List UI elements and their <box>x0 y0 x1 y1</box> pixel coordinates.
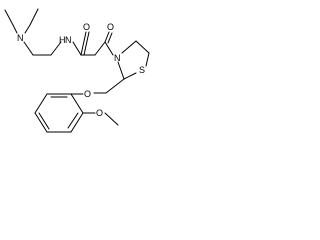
bond-ring-n-c4 <box>121 40 137 54</box>
bond-arene-5 <box>70 112 84 133</box>
bond-ring-c2-n <box>117 61 125 80</box>
bond-arene-2 <box>34 93 48 114</box>
atom-label-o-amide: O <box>83 22 90 32</box>
bond-linker-3 <box>50 41 62 56</box>
bond-ethyl1-b <box>12 24 18 34</box>
bond-co-ketone-2 <box>107 32 113 44</box>
bond-ketone-nring <box>104 41 114 56</box>
atom-label-o-methoxy: O <box>96 108 103 118</box>
bond-ring-c5-s <box>145 52 150 67</box>
bond-ethyl2-a <box>29 8 39 26</box>
bond-arene-3i <box>38 112 50 130</box>
bond-co-amide-2 <box>83 31 90 56</box>
bond-omethoxy-ch3 <box>104 112 119 126</box>
atom-label-n-amide: N <box>65 35 72 45</box>
bond-arene-6 <box>70 93 84 114</box>
bond-ring-s-c2 <box>123 72 137 80</box>
bond-ethyl1-a <box>4 9 14 26</box>
atom-label-h-amide: H <box>59 35 66 45</box>
bond-ethyl2-b <box>24 24 31 34</box>
bond-arene-3 <box>34 112 48 133</box>
atom-label-n-amine: N <box>17 33 24 43</box>
atom-label-o-ketone: O <box>107 22 114 32</box>
bonds <box>4 8 150 133</box>
atom-label-s-ring: S <box>139 65 145 75</box>
bond-arene-5i <box>67 112 79 129</box>
bond-nh-carbonyl <box>72 41 82 56</box>
atom-labels: N H N O O N S O O <box>17 22 145 118</box>
bond-linker-1 <box>23 41 34 56</box>
atom-label-o-ether: O <box>84 89 91 99</box>
bond-c2-ch2 <box>105 78 125 94</box>
structure-canvas: N H N O O N S O O <box>4 8 150 133</box>
bond-ring-c4-c5 <box>135 40 150 54</box>
bond-co-amide-1 <box>80 31 87 56</box>
bond-co-ketone-1 <box>104 31 110 43</box>
bond-ch2-ketone <box>94 41 106 56</box>
atom-label-n-ring: N <box>114 53 121 63</box>
